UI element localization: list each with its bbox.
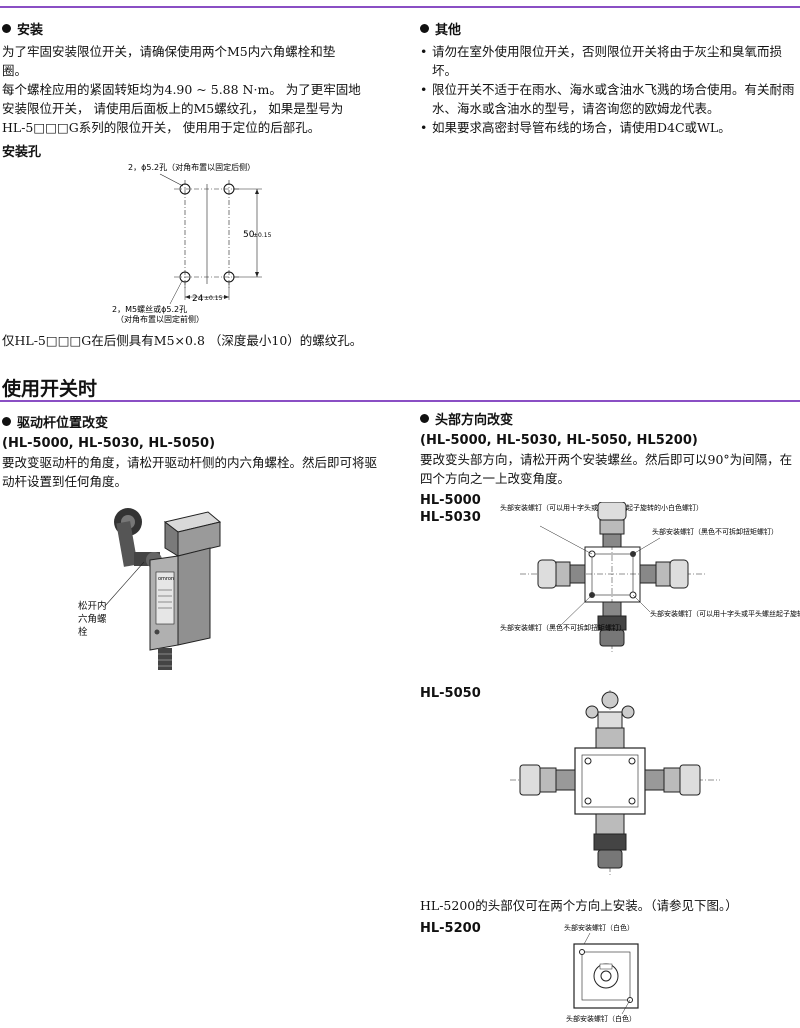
dim-50: 50 <box>243 230 255 240</box>
other-list: 请勿在室外使用限位开关，否则限位开关将由于灰尘和臭氧而损坏。 限位开关不适于在雨… <box>420 42 798 137</box>
callout-5: 头部安装螺钉（白色） <box>564 923 634 932</box>
top-rule <box>0 6 800 8</box>
holes-heading: 安装孔 <box>2 145 42 160</box>
bullet-dot-icon <box>2 417 11 426</box>
bullet-dot-icon <box>2 24 11 33</box>
other-section: 其他 请勿在室外使用限位开关，否则限位开关将由于灰尘和臭氧而损坏。 限位开关不适… <box>420 22 798 137</box>
brand-label: omron <box>158 576 174 582</box>
list-item: 限位开关不适于在雨水、海水或含油水飞溅的场合使用。有关耐雨水、海水或含油水的型号… <box>420 80 798 118</box>
mounting-holes-diagram: 2，ϕ5.2孔（对角布置以固定后侧） 50 ±0.15 24 ±0.15 2，M… <box>112 162 272 324</box>
lever-section: 驱动杆位置改变 (HL-5000, HL-5030, HL-5050) 要改变驱… <box>2 415 387 491</box>
lever-heading-text: 驱动杆位置改变 <box>17 416 109 431</box>
dim-50-tol: ±0.15 <box>253 232 272 239</box>
list-item: 请勿在室外使用限位开关，否则限位开关将由于灰尘和臭氧而损坏。 <box>420 42 798 80</box>
hole-icon <box>179 183 191 195</box>
install-section: 安装 为了牢固安装限位开关，请确保使用两个M5内六角螺栓和垫圈。 每个螺栓应用的… <box>2 22 382 162</box>
label-bottom1: 2，M5螺丝或ϕ5.2孔 <box>112 304 187 314</box>
lever-text: 要改变驱动杆的角度，请松开驱动杆侧的内六角螺栓。然后即可将驱动杆设置到任何角度。 <box>2 455 378 489</box>
callout-4: 头部安装螺钉（黑色不可拆卸扭矩螺钉） <box>500 623 626 632</box>
head-models: (HL-5000, HL-5030, HL-5050, HL5200) <box>420 433 698 448</box>
section-rule <box>0 400 800 402</box>
model-hl5200: HL-5200 <box>420 921 481 936</box>
install-heading: 安装 <box>2 22 382 40</box>
lever-heading: 驱动杆位置改变 <box>2 415 387 433</box>
head-section: 头部方向改变 (HL-5000, HL-5030, HL-5050, HL520… <box>420 412 798 488</box>
list-item: 如果要求高密封导管布线的场合，请使用D4C或WL。 <box>420 118 798 137</box>
callout-6: 头部安装螺钉（白色） <box>566 1014 636 1023</box>
callout-3: 头部安装螺钉（可以用十字头或平头螺丝起子旋转的小白色螺钉） <box>650 609 800 618</box>
install-note: 仅HL-5□□□G在后侧具有M5×0.8 （深度最小10）的螺纹孔。 <box>2 333 363 348</box>
hole-icon <box>179 271 191 283</box>
label-bottom2: （对角布置以固定前侧） <box>116 314 204 324</box>
dim-24-tol: ±0.15 <box>204 295 223 302</box>
other-heading: 其他 <box>420 22 798 40</box>
install-para1: 为了牢固安装限位开关，请确保使用两个M5内六角螺栓和垫圈。 <box>2 44 336 78</box>
label-top: 2，ϕ5.2孔（对角布置以固定后侧） <box>128 162 255 172</box>
lever-models: (HL-5000, HL-5030, HL-5050) <box>2 436 216 451</box>
switch-illustration: omron <box>104 508 222 670</box>
hl5000-cross-diagram: 头部安装螺钉（可以用十字头或平头螺丝起子旋转的小白色螺钉） 头部安装螺钉（黑色不… <box>500 502 800 652</box>
callout-2: 头部安装螺钉（黑色不可拆卸扭矩螺钉） <box>652 527 778 536</box>
head-heading-text: 头部方向改变 <box>435 413 514 428</box>
model-hl5050: HL-5050 <box>420 686 481 701</box>
dim-24: 24 <box>192 294 204 304</box>
head-text: 要改变头部方向，请松开两个安装螺丝。然后即可以90°为间隔，在四个方向之一上改变… <box>420 452 793 486</box>
bullet-dot-icon <box>420 414 429 423</box>
hl5050-cross-diagram <box>510 690 720 875</box>
model-hl5000: HL-5000 <box>420 493 481 508</box>
usage-title: 使用开关时 <box>2 378 98 400</box>
install-para2: 每个螺栓应用的紧固转矩均为4.90 ~ 5.88 N·m。 为了更牢固地安装限位… <box>2 82 361 135</box>
hl5200-note: HL-5200的头部仅可在两个方向上安装。（请参见下图。） <box>420 898 738 913</box>
bullet-dot-icon <box>420 24 429 33</box>
lever-callout: 松开内六角螺栓 <box>78 601 107 638</box>
other-heading-text: 其他 <box>435 23 462 38</box>
model-hl5030: HL-5030 <box>420 510 481 525</box>
install-heading-text: 安装 <box>17 23 44 38</box>
head-heading: 头部方向改变 <box>420 412 798 430</box>
hl5200-diagram: 头部安装螺钉（白色） 头部安装螺钉（白色） <box>564 923 639 1023</box>
